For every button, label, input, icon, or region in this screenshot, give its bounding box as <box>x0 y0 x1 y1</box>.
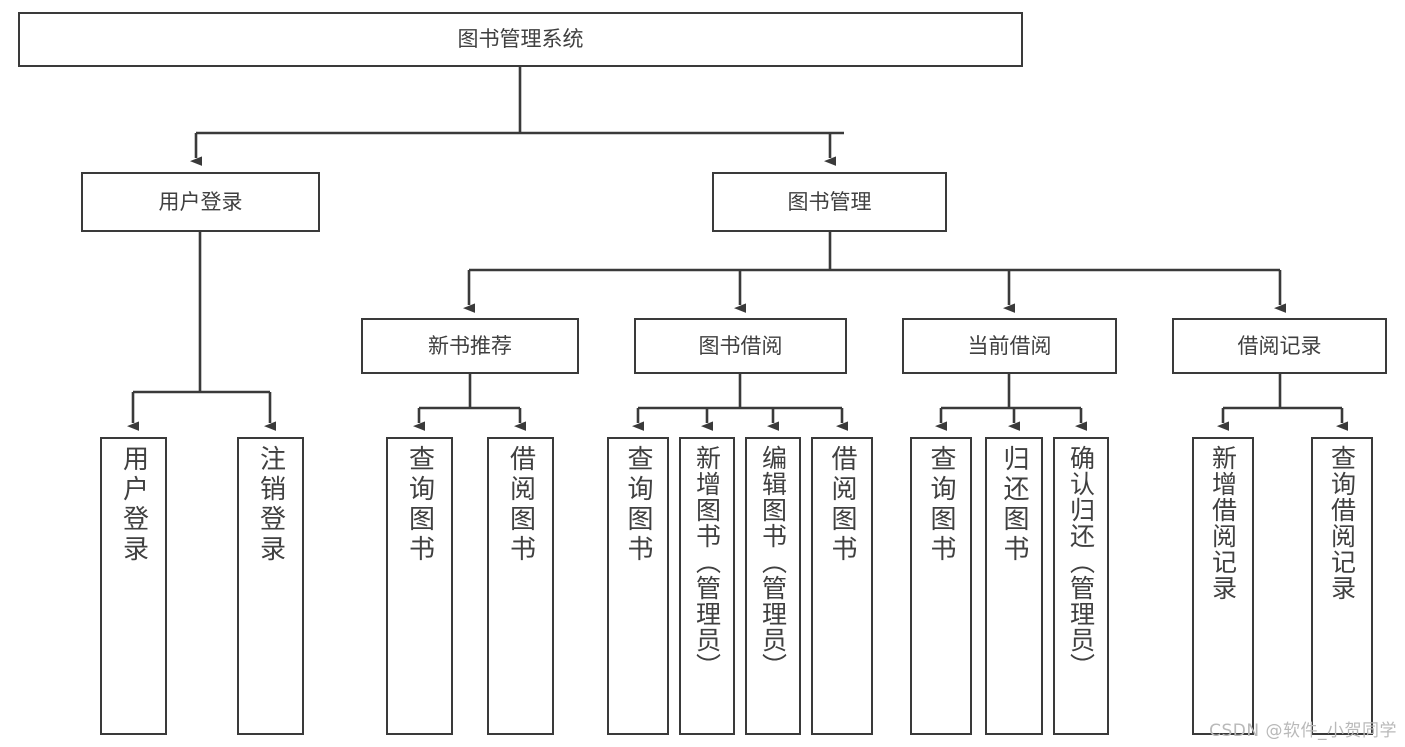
node-root[interactable]: 图书管理系统 <box>18 12 1023 67</box>
node-leaf-logout[interactable]: 注销登录 <box>237 437 304 735</box>
node-leaf-borrow-book-br-label: 借阅图书 <box>827 445 857 565</box>
node-leaf-query-book-cb-label: 查询图书 <box>926 445 956 565</box>
node-leaf-query-book-cb[interactable]: 查询图书 <box>910 437 972 735</box>
node-leaf-edit-book[interactable]: 编辑图书（管理员） <box>745 437 801 735</box>
node-leaf-user-login[interactable]: 用户登录 <box>100 437 167 735</box>
node-leaf-borrow-book-br[interactable]: 借阅图书 <box>811 437 873 735</box>
node-user-login[interactable]: 用户登录 <box>81 172 320 232</box>
node-leaf-return-book[interactable]: 归还图书 <box>985 437 1043 735</box>
node-leaf-add-book[interactable]: 新增图书（管理员） <box>679 437 735 735</box>
node-book-borrow-label: 图书借阅 <box>698 333 783 358</box>
node-book-manage-label: 图书管理 <box>787 189 872 214</box>
node-leaf-query-book-rec-label: 查询图书 <box>404 445 435 565</box>
node-leaf-query-record-label: 查询借阅记录 <box>1327 445 1357 601</box>
node-leaf-query-book-br[interactable]: 查询图书 <box>607 437 669 735</box>
node-leaf-query-book-br-label: 查询图书 <box>623 445 653 565</box>
node-book-manage[interactable]: 图书管理 <box>712 172 947 232</box>
node-borrow-record[interactable]: 借阅记录 <box>1172 318 1387 374</box>
node-leaf-query-book-rec[interactable]: 查询图书 <box>386 437 453 735</box>
node-leaf-return-book-label: 归还图书 <box>999 445 1029 565</box>
node-leaf-logout-label: 注销登录 <box>255 445 286 565</box>
csdn-watermark: CSDN @软件_小贺同学 <box>1209 721 1397 741</box>
node-leaf-user-login-label: 用户登录 <box>118 445 149 565</box>
node-leaf-confirm-return[interactable]: 确认归还（管理员） <box>1053 437 1109 735</box>
node-leaf-query-record[interactable]: 查询借阅记录 <box>1311 437 1373 735</box>
node-leaf-add-book-label: 新增图书（管理员） <box>692 445 722 679</box>
node-book-borrow[interactable]: 图书借阅 <box>634 318 847 374</box>
node-root-label: 图书管理系统 <box>457 27 584 52</box>
node-new-book-recommend-label: 新书推荐 <box>428 333 512 358</box>
node-borrow-record-label: 借阅记录 <box>1237 333 1322 358</box>
node-new-book-recommend[interactable]: 新书推荐 <box>361 318 579 374</box>
node-current-borrow-label: 当前借阅 <box>967 333 1052 358</box>
node-leaf-edit-book-label: 编辑图书（管理员） <box>758 445 788 679</box>
node-leaf-add-record[interactable]: 新增借阅记录 <box>1192 437 1254 735</box>
node-current-borrow[interactable]: 当前借阅 <box>902 318 1117 374</box>
node-leaf-borrow-book-rec-label: 借阅图书 <box>505 445 536 565</box>
node-leaf-add-record-label: 新增借阅记录 <box>1208 445 1238 601</box>
node-leaf-borrow-book-rec[interactable]: 借阅图书 <box>487 437 554 735</box>
node-user-login-label: 用户登录 <box>158 189 243 214</box>
node-leaf-confirm-return-label: 确认归还（管理员） <box>1066 445 1096 679</box>
